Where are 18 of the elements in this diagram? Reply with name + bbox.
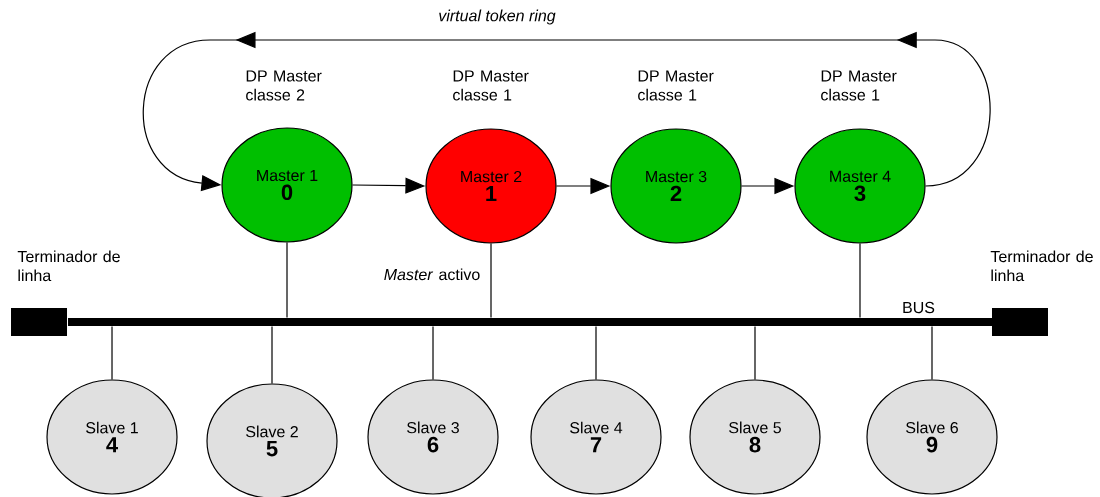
edge-label: virtual token ring: [436, 7, 558, 27]
node-caption: DP Master classe 1: [638, 70, 714, 101]
node-caption: DP Master classe 1: [453, 70, 529, 101]
connector-line: [490, 243, 492, 319]
connector-line: [595, 325, 597, 380]
connector-line: [859, 243, 861, 319]
node-label: Terminador de linha: [17, 250, 120, 282]
connector-line: [271, 325, 273, 384]
node-caption: Master activo: [384, 268, 480, 281]
connector-line: [111, 325, 113, 380]
connector-line: [754, 325, 756, 380]
node-caption: DP Master classe 1: [821, 70, 897, 101]
connector-line: [931, 325, 933, 380]
line-terminator: Terminador de linha: [990, 250, 1093, 336]
node-label: Terminador de linha: [990, 250, 1093, 282]
connector-line: [286, 242, 288, 319]
node-caption: DP Master classe 2: [246, 70, 322, 101]
connector-line: [432, 325, 434, 380]
